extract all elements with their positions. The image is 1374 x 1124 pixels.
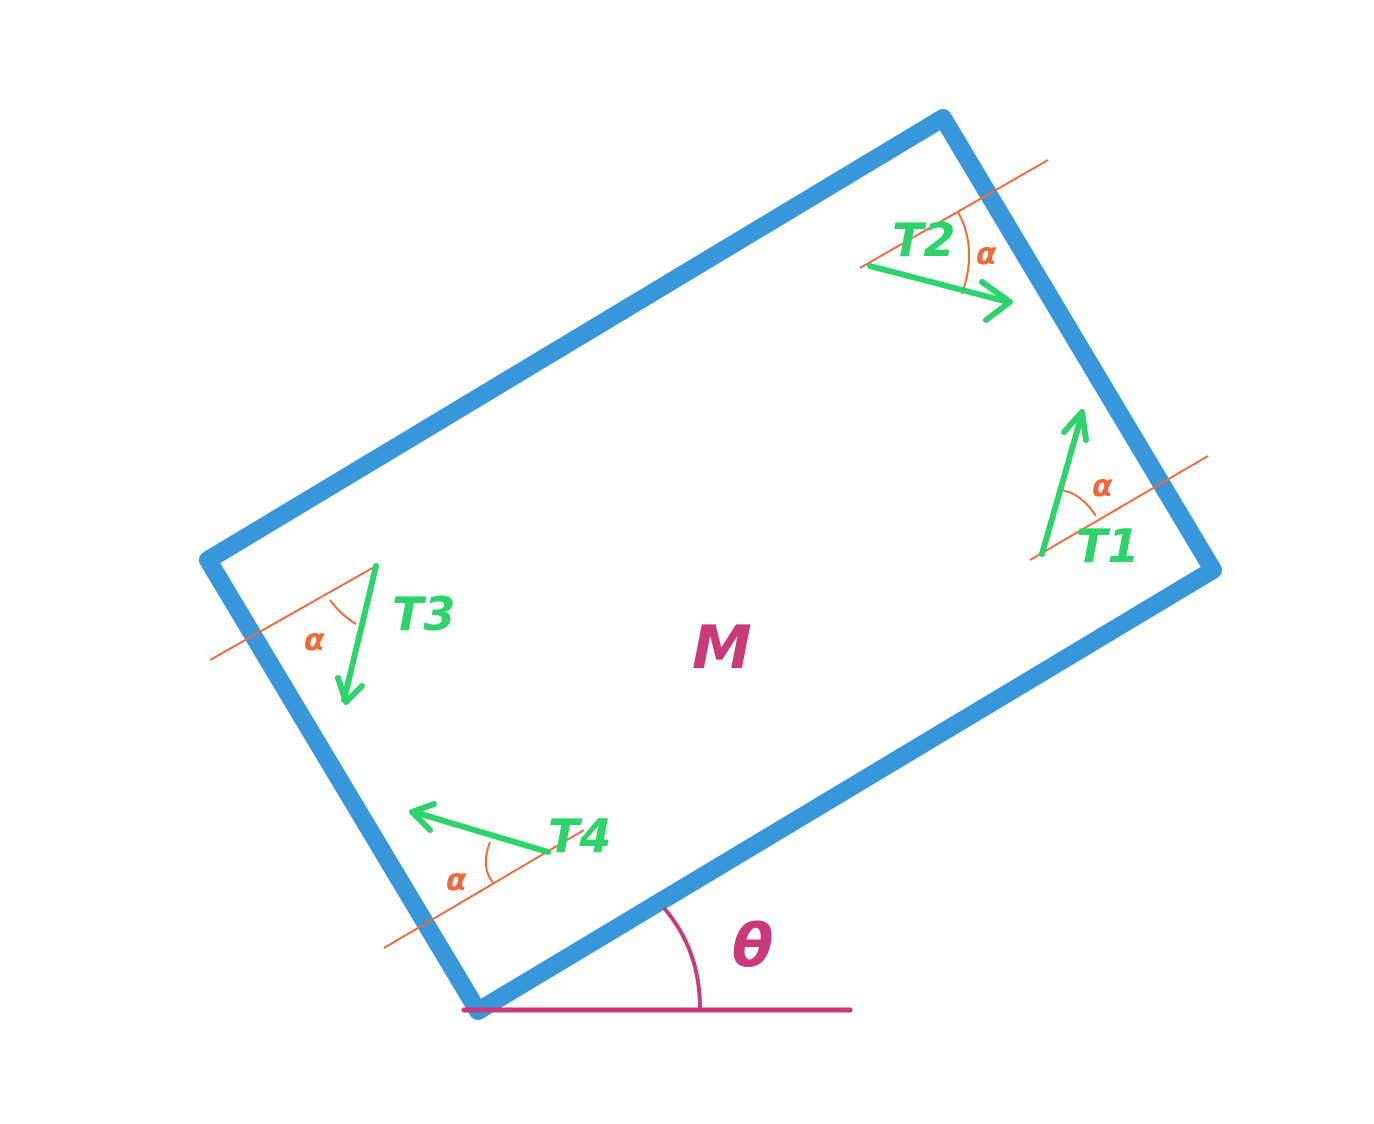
tension-t3: T3 α xyxy=(209,563,455,705)
mass-label: M xyxy=(692,613,752,683)
tension-t1: T1 α xyxy=(1029,409,1209,573)
tension-label-t4: T4 xyxy=(548,809,611,863)
tension-t4: T4 α xyxy=(383,801,611,949)
tension-label-t2: T2 xyxy=(892,213,955,267)
arrowhead-t4 xyxy=(409,801,437,833)
arrowhead-t1 xyxy=(1061,409,1089,443)
angle-arc-t2 xyxy=(957,211,971,295)
reference-line-t2 xyxy=(859,159,1049,269)
alpha-label-t3: α xyxy=(304,623,325,658)
tension-arrow-t3 xyxy=(341,563,379,703)
tension-t2: T2 α xyxy=(859,159,1049,323)
tension-arrow-t2 xyxy=(867,263,1011,305)
tension-label-t1: T1 xyxy=(1076,519,1139,573)
arrowhead-t2 xyxy=(979,279,1013,323)
tension-arrow-t4 xyxy=(411,809,551,855)
tension-label-t3: T3 xyxy=(392,587,455,641)
alpha-label-t1: α xyxy=(1092,469,1113,504)
reference-line-t3 xyxy=(209,565,377,661)
theta-label: θ xyxy=(732,911,773,981)
reference-line-t4 xyxy=(383,829,585,949)
angle-arc-t3 xyxy=(329,599,357,625)
alpha-label-t4: α xyxy=(446,863,467,898)
tension-arrow-t1 xyxy=(1039,411,1085,557)
angle-arc-t4 xyxy=(484,841,495,885)
reference-line-t1 xyxy=(1029,455,1209,561)
arrowhead-t3 xyxy=(335,675,365,705)
angle-arc-t1 xyxy=(1059,489,1097,517)
theta-arc xyxy=(662,906,702,1009)
alpha-label-t2: α xyxy=(976,237,997,272)
